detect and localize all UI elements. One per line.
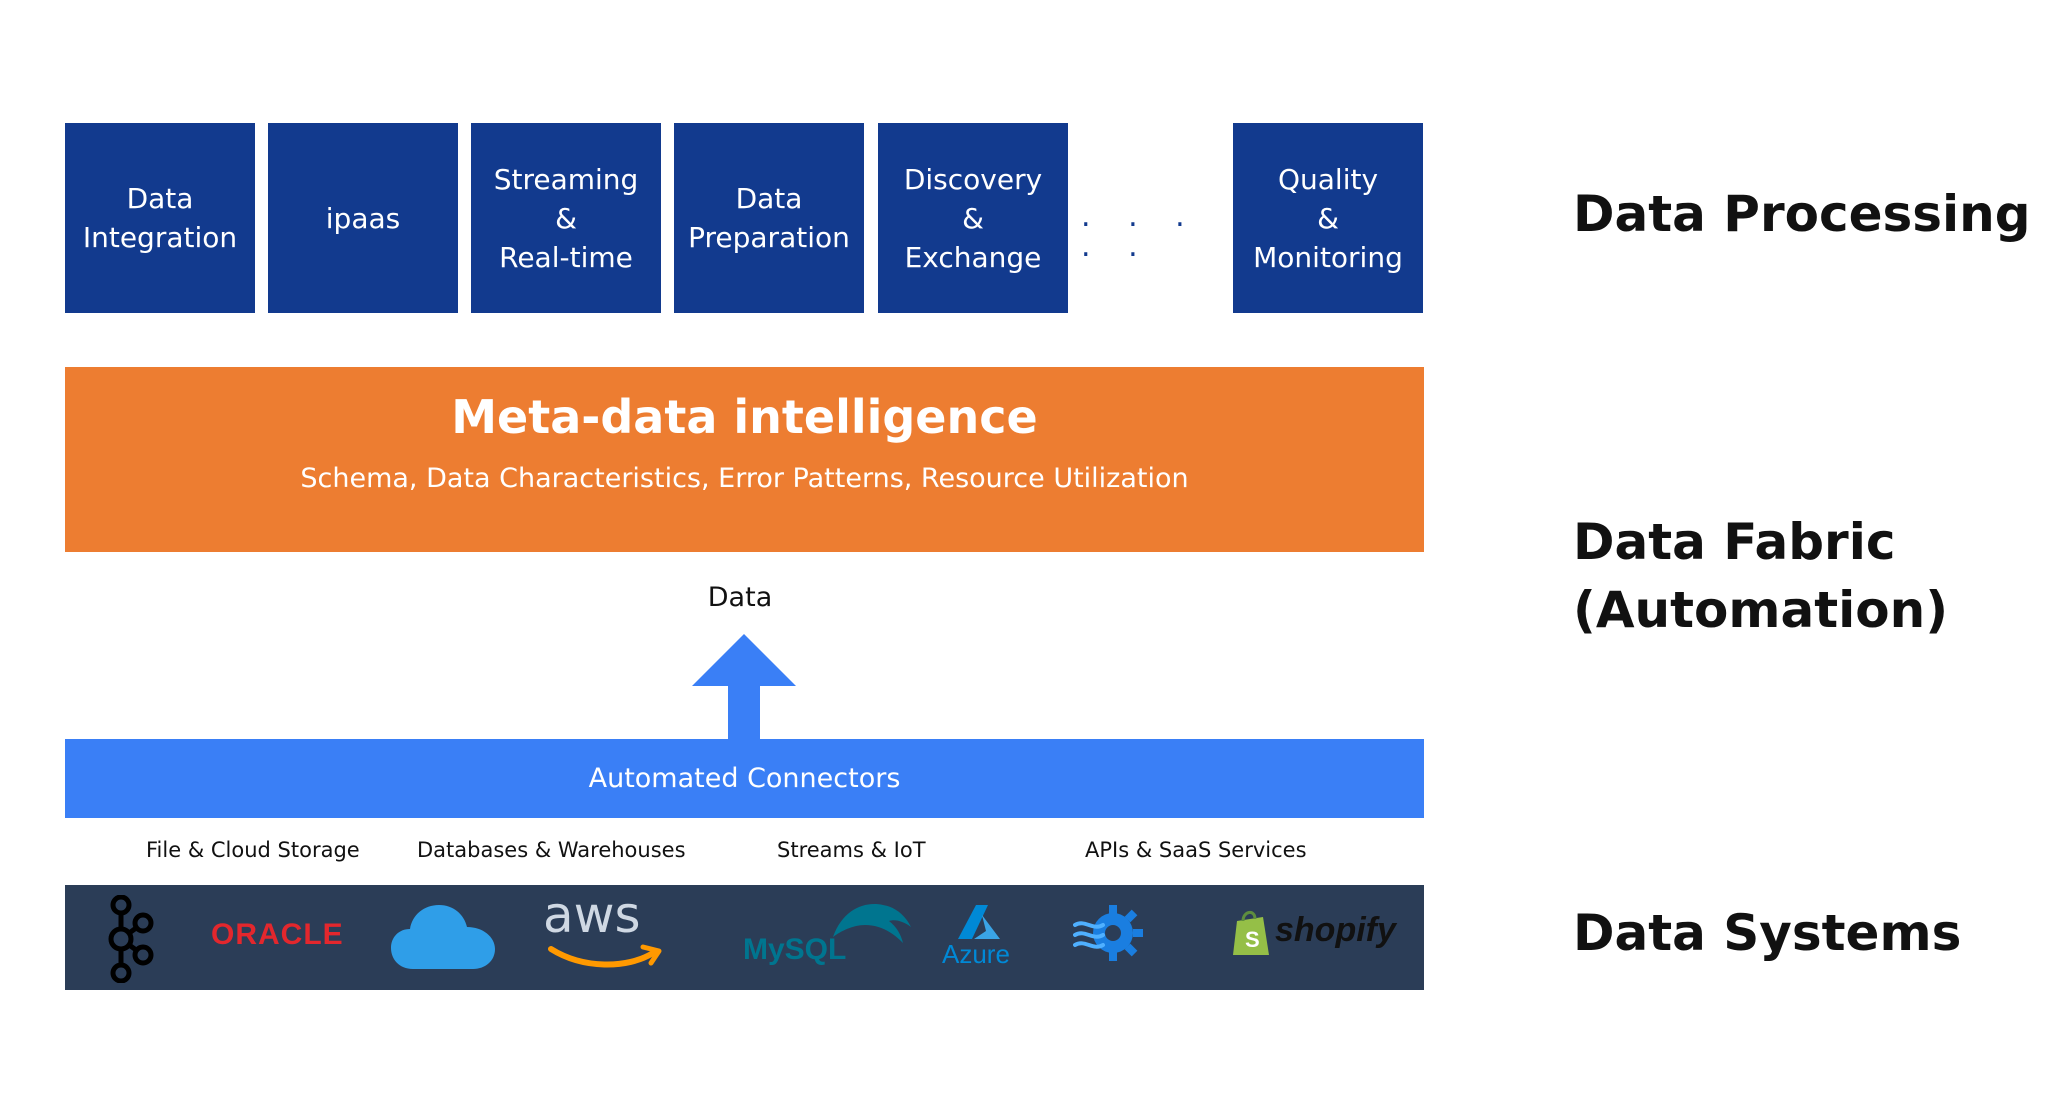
layer-label-fabric: Data Fabric (Automation): [1573, 513, 1949, 639]
category-streams-iot: Streams & IoT: [777, 838, 926, 862]
layer-label-systems: Data Systems: [1573, 904, 1962, 962]
box-discovery-exchange: Discovery & Exchange: [878, 123, 1068, 313]
category-apis-saas: APIs & SaaS Services: [1085, 838, 1307, 862]
meta-subtitle: Schema, Data Characteristics, Error Patt…: [300, 463, 1189, 494]
aws-smile-icon: [548, 944, 662, 968]
box-data-integration: Data Integration: [65, 123, 255, 313]
category-databases-warehouses: Databases & Warehouses: [417, 838, 686, 862]
box-ipaas: ipaas: [268, 123, 458, 313]
svg-text:S: S: [1245, 927, 1260, 952]
data-flow-label: Data: [707, 582, 773, 613]
box-streaming-realtime: Streaming & Real-time: [471, 123, 661, 313]
category-file-cloud-storage: File & Cloud Storage: [146, 838, 360, 862]
mysql-dolphin-icon: [833, 904, 911, 943]
oracle-logo: ORACLE: [211, 918, 344, 951]
gear-icon: [1073, 905, 1143, 961]
shopify-logo: shopify: [1275, 911, 1396, 949]
kafka-icon: [108, 895, 154, 983]
azure-logo: Azure: [942, 939, 1010, 969]
mysql-logo: MySQL: [743, 933, 847, 966]
azure-icon: [958, 905, 1000, 939]
meta-data-band: Meta-data intelligence Schema, Data Char…: [65, 367, 1424, 552]
meta-title: Meta-data intelligence: [451, 390, 1038, 444]
ellipsis: . . . . .: [1081, 199, 1199, 264]
box-quality-monitoring: Quality & Monitoring: [1233, 123, 1423, 313]
cloud-icon: [391, 905, 495, 969]
layer-label-processing: Data Processing: [1573, 185, 2031, 243]
data-systems-logo-band: ORACLE aws MySQL Azure: [65, 885, 1424, 990]
box-data-preparation: Data Preparation: [674, 123, 864, 313]
automated-connectors-band: Automated Connectors: [65, 739, 1424, 818]
shopify-bag-icon: S: [1233, 911, 1269, 955]
aws-logo-text: aws: [543, 886, 641, 944]
up-arrow-icon: [692, 634, 796, 742]
